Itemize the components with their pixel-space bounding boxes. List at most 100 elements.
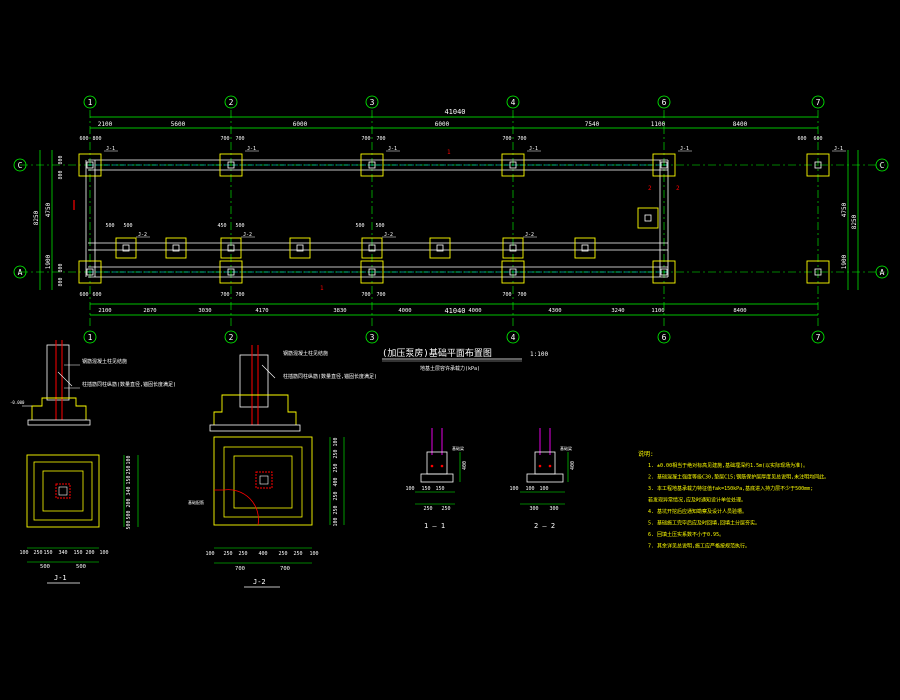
top-dim: 6000	[435, 121, 450, 128]
axis-bubble	[83, 95, 97, 109]
j1-elev: -0.000	[10, 400, 25, 405]
right-dimensions: 4750 8250 1900	[841, 150, 859, 290]
footing-tag: J-1	[106, 146, 115, 152]
j1-dim-side: 150	[126, 475, 132, 484]
footing-dim: 450	[217, 223, 226, 229]
s22-dim: 100	[539, 486, 548, 492]
axis-bubble	[657, 95, 671, 109]
j1-dim-bottom: 340	[58, 550, 67, 556]
s22-dim: 100	[509, 486, 518, 492]
bottom-overall-dim: 41040	[444, 307, 465, 315]
note-line: 6. 回填土压实系数不小于0.95。	[648, 531, 724, 538]
axis-bubble	[224, 95, 238, 109]
footing-tag: J-2	[243, 232, 252, 238]
axis-bubble	[506, 330, 520, 344]
j2-dim-bottom: 100	[309, 551, 318, 557]
bottom-sub-dim: 600	[92, 292, 101, 298]
footing	[501, 260, 525, 284]
axis-label: 1	[88, 333, 93, 342]
footing-tag: J-2	[384, 232, 393, 238]
j2-dim-bottom: 250	[278, 551, 287, 557]
axis-bubble	[365, 95, 379, 109]
j1-dim-total: 500	[76, 564, 86, 570]
note-line: 5. 基础施工完毕后应及时回填,回填土分层夯实。	[648, 520, 760, 527]
footing	[574, 237, 596, 259]
s11-dim: 250	[423, 506, 432, 512]
s11-dim: 100	[405, 486, 414, 492]
right-dim-lower: 1900	[841, 254, 848, 269]
section-mark-1a: 1	[447, 149, 451, 156]
j2-dim-total: 700	[280, 566, 290, 572]
footing	[165, 237, 187, 259]
footing: J-1	[78, 146, 118, 177]
top-dim: 5600	[171, 121, 186, 128]
row-axis-label: A	[880, 268, 885, 277]
bottom-sub-dim: 700	[517, 292, 526, 298]
axis-label: 3	[370, 98, 375, 107]
bottom-sub-dim: 700	[235, 292, 244, 298]
bottom-dim: 8400	[733, 308, 746, 314]
top-sub-dim: 700	[502, 136, 511, 142]
axis-grid-lines	[89, 110, 819, 326]
section-marks: 1 1 2 2	[73, 149, 680, 292]
axis-bubble	[365, 330, 379, 344]
j1-dim-bottom: 100	[99, 550, 108, 556]
j2-dim-bottom: 100	[205, 551, 214, 557]
section-mark-2a: 2	[648, 185, 652, 192]
general-notes: 说明: 1. ±0.00相当于绝对标高见建施,基础埋深约1.5m(以实际现场为准…	[638, 450, 829, 550]
note-line: 2. 基础混凝土强度等级C30,垫层C15;钢筋保护层厚度见总说明,未注明均同此…	[648, 474, 829, 481]
s22-dim: 100	[525, 486, 534, 492]
j1-dim-side: 340	[126, 486, 132, 495]
j1-dim-side: 500	[126, 520, 132, 529]
axis-label: 2	[229, 98, 234, 107]
axis-label: 7	[816, 98, 821, 107]
j2-dim-bottom: 400	[258, 551, 267, 557]
j1-dim-side: 250	[126, 465, 132, 474]
notes-header: 说明:	[638, 450, 654, 458]
axis-bubble	[811, 330, 825, 344]
axis-label: 4	[511, 333, 516, 342]
axis-label: 6	[662, 98, 667, 107]
footing-tag: J-1	[247, 146, 256, 152]
footing	[652, 260, 676, 284]
footing	[637, 207, 659, 229]
top-sub-dim: 800	[92, 136, 101, 142]
bottom-dim: 4300	[548, 308, 561, 314]
bottom-dim: 2100	[98, 308, 111, 314]
j2-dim-side: 250	[333, 505, 339, 514]
axis-bubble	[83, 330, 97, 344]
top-sub-dim: 700	[220, 136, 229, 142]
footing-tag: J-2	[138, 232, 147, 238]
row-axis-label: C	[880, 161, 885, 170]
left-dimensions: 8250 4750 1900 800 800 800 800	[33, 150, 64, 290]
right-dim-main: 4750	[841, 202, 848, 217]
footing	[289, 237, 311, 259]
footing-dim: 500	[235, 223, 244, 229]
s22-note: 基础梁	[560, 445, 572, 451]
footing-dim: 500	[105, 223, 114, 229]
bottom-dim: 3830	[333, 308, 346, 314]
axis-label: 3	[370, 333, 375, 342]
foundation-beams	[85, 159, 669, 278]
left-dim-total: 8250	[33, 210, 40, 225]
bottom-sub-dim: 700	[220, 292, 229, 298]
left-dim-lower: 1900	[45, 254, 52, 269]
top-dim: 6000	[293, 121, 308, 128]
j2-dim-bottom: 250	[223, 551, 232, 557]
footing-dim: 500	[375, 223, 384, 229]
j1-dim-bottom: 150	[43, 550, 52, 556]
j2-note2: 柱插筋同柱纵筋(数量直径,锚固长度满足)	[283, 373, 377, 380]
bottom-sub-dim: 700	[376, 292, 385, 298]
j2-dim-side: 250	[333, 491, 339, 500]
footing: J-1	[501, 146, 541, 177]
s11-note: 基础梁	[452, 445, 464, 451]
footing-tag: J-1	[680, 146, 689, 152]
